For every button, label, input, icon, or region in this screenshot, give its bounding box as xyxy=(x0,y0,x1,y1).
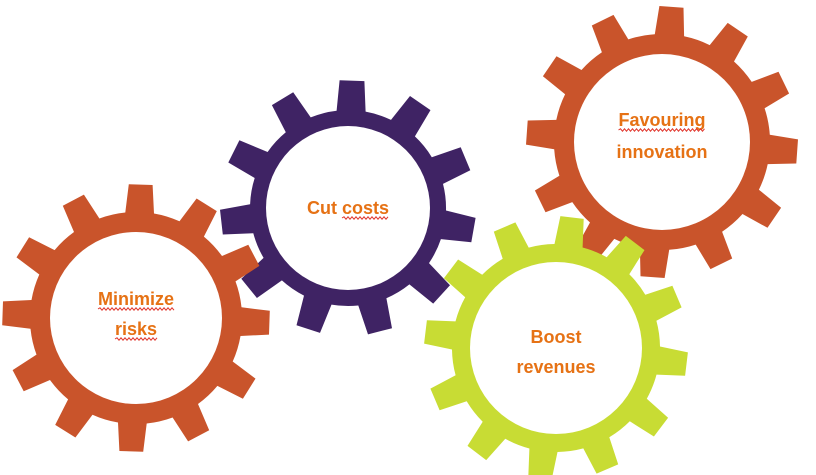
spellcheck-underline xyxy=(97,307,175,311)
gear-hub xyxy=(50,232,222,404)
spellcheck-underline xyxy=(114,337,158,341)
gear-label-line: innovation xyxy=(617,142,708,162)
gear-hub xyxy=(574,54,750,230)
gear-favouring-innovation: Favouring innovation xyxy=(526,6,798,278)
spellcheck-underline xyxy=(618,128,705,132)
gear-label-line: revenues xyxy=(516,357,595,377)
gear-label-line: risks xyxy=(115,319,157,339)
gear-label-line: Favouring xyxy=(618,110,705,130)
gear-label-line: Boost xyxy=(531,327,582,347)
gear-boost-revenues: Boost revenues xyxy=(424,216,688,475)
gear-label-line: Cut costs xyxy=(307,198,389,218)
gear-hub xyxy=(470,262,642,434)
gear-label-line: Minimize xyxy=(98,289,174,309)
spellcheck-underline xyxy=(341,216,389,220)
gear-hub xyxy=(266,126,430,290)
gear-cut-costs: Cut costs xyxy=(220,80,476,335)
gear-minimize-risks: Minimize risks xyxy=(2,184,270,452)
